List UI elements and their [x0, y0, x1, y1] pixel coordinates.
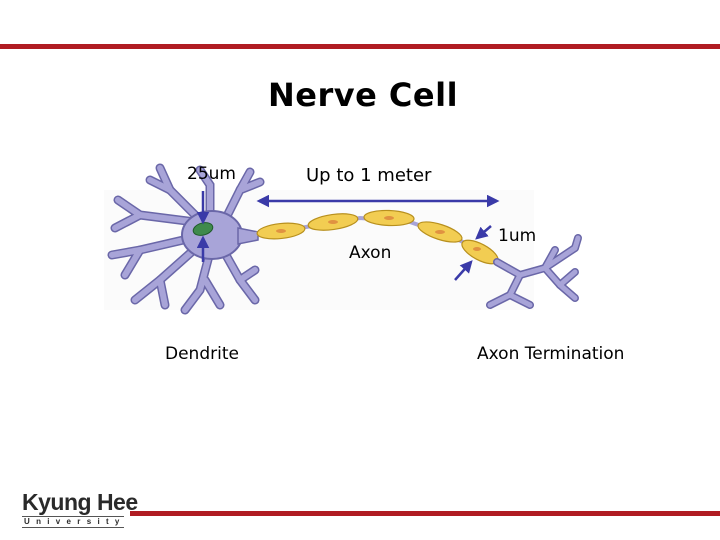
dendrite-tree — [107, 163, 265, 315]
university-logo: Kyung Hee University — [22, 491, 138, 528]
axon-diameter-arrow-bottom — [454, 260, 473, 281]
figure-background — [104, 190, 534, 310]
length-label: Up to 1 meter — [306, 165, 432, 186]
top-accent-bar — [0, 44, 720, 49]
axon-label: Axon — [349, 243, 392, 263]
dendrite-label: Dendrite — [165, 344, 239, 364]
logo-name: Kyung Hee — [22, 489, 138, 515]
axon-diameter-label: 1um — [498, 226, 537, 246]
axon-diameter-arrow-top — [475, 225, 492, 240]
logo-subtitle: University — [22, 516, 126, 528]
bottom-accent-bar — [130, 511, 720, 516]
soma-size-label: 25um — [187, 164, 236, 184]
axon-terminal — [486, 234, 582, 309]
slide-title: Nerve Cell — [267, 76, 459, 114]
cell-body — [181, 210, 243, 260]
axon-termination-label: Axon Termination — [477, 344, 625, 364]
axon-hillock — [237, 227, 259, 245]
